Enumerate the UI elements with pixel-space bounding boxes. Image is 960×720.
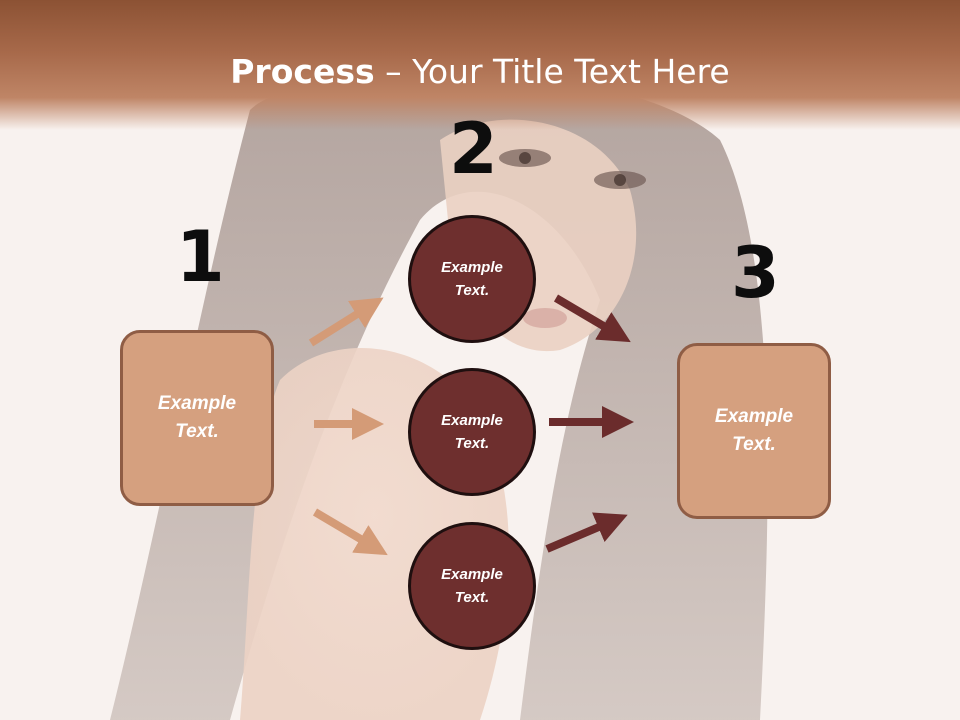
step-2-circle-bottom: Example Text. (408, 522, 536, 650)
title-rest: – Your Title Text Here (374, 52, 730, 91)
step-1-text: Example Text. (157, 392, 237, 443)
arrow-1-to-2a (308, 297, 384, 347)
slide-title: Process – Your Title Text Here (0, 52, 960, 91)
arrow-1-to-2c (312, 508, 388, 556)
circle-middle-text: Example Text. (441, 411, 503, 452)
title-bold: Process (230, 52, 375, 91)
step-3-box: Example Text. (677, 343, 831, 519)
step-number-2: 2 (449, 108, 498, 190)
step-3-text: Example Text. (714, 405, 794, 456)
arrow-2a-to-3 (553, 294, 631, 343)
step-1-box: Example Text. (120, 330, 274, 506)
step-number-1: 1 (176, 216, 225, 298)
title-banner (0, 0, 960, 130)
arrow-2c-to-3 (545, 512, 628, 553)
circle-top-text: Example Text. (441, 258, 503, 299)
circle-bottom-text: Example Text. (441, 565, 503, 606)
step-2-circle-top: Example Text. (408, 215, 536, 343)
step-number-3: 3 (731, 232, 780, 314)
step-2-circle-middle: Example Text. (408, 368, 536, 496)
